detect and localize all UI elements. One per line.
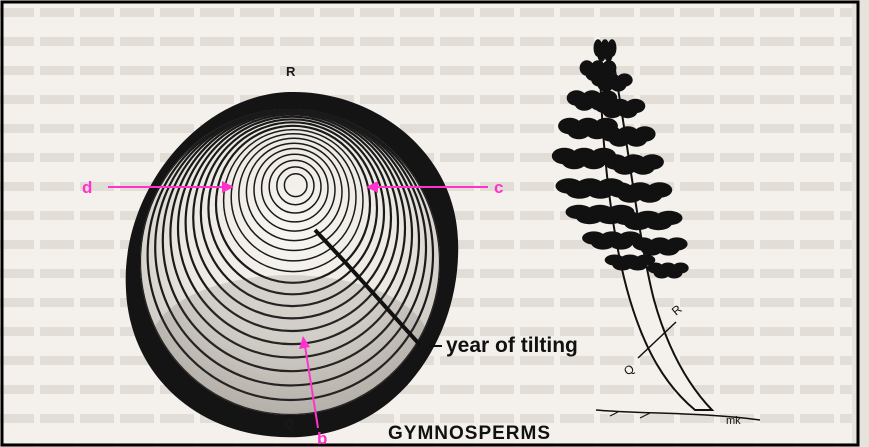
marker-c-label: c <box>494 178 503 197</box>
marker-b-label: b <box>317 429 327 447</box>
foliage-cluster <box>673 263 689 274</box>
foliage-cluster <box>647 182 672 197</box>
figure-title: GYMNOSPERMS <box>388 423 551 444</box>
foliage-cluster <box>602 60 616 75</box>
page-edge <box>852 0 869 447</box>
foliage-cluster <box>666 237 688 250</box>
marker-d-label: d <box>82 178 92 197</box>
tree-label-ground: mk <box>726 415 741 427</box>
foliage-cluster <box>634 126 656 141</box>
stump-label-top: R <box>286 64 296 79</box>
foliage-cluster <box>608 39 617 57</box>
foliage-cluster <box>641 154 664 169</box>
stump-label-bottom: Q <box>284 416 294 431</box>
foliage-cluster <box>617 73 633 86</box>
annotation-year-of-tilting: year of tilting <box>446 334 578 357</box>
foliage-cluster <box>626 99 646 113</box>
foliage-cluster <box>656 211 683 225</box>
